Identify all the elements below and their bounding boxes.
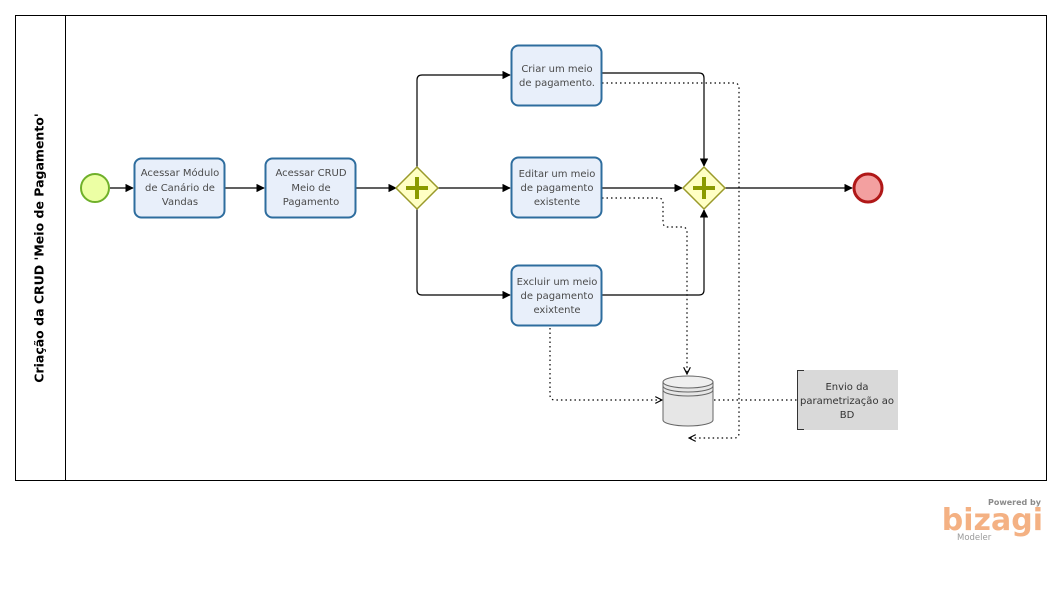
data-associations — [549, 82, 797, 438]
assoc-t4-to-db — [602, 197, 687, 374]
start-event[interactable] — [80, 173, 110, 203]
task-label-line: Meio de — [291, 183, 330, 194]
task-acessar-modulo[interactable]: Acessar Módulo de Canário de Vandas — [133, 157, 226, 219]
flow-t5-to-join — [602, 209, 709, 296]
assoc-t3-to-db — [602, 82, 740, 438]
task-label-line: de Canário de — [145, 182, 215, 194]
bizagi-logo: Powered by bizagi Modeler — [942, 498, 1043, 543]
task-excluir-meio[interactable]: Excluir um meio de pagamento exixtente — [510, 264, 603, 327]
product-name: Modeler — [957, 533, 992, 543]
end-event[interactable] — [852, 172, 884, 204]
annotation-line: BD — [840, 410, 855, 421]
task-label-line: exixtente — [533, 305, 580, 316]
task-label-line: Acessar CRUD — [275, 168, 346, 179]
task-label-line: de pagamento. — [519, 78, 595, 89]
task-label-line: Criar um meio — [521, 64, 592, 75]
task-editar-meio[interactable]: Editar um meio de pagamento existente — [510, 156, 603, 219]
flow-gateway-to-t5 — [416, 209, 511, 300]
task-label-line: Pagamento — [283, 197, 339, 208]
task-label-line: existente — [534, 197, 580, 208]
brand-name: bizagi — [942, 503, 1043, 538]
task-label-line: Acessar Módulo — [141, 167, 219, 179]
powered-by-label: Powered by — [988, 498, 1042, 507]
text-annotation[interactable]: Envio da parametrização ao BD — [797, 370, 898, 430]
task-label-line: Vandas — [162, 197, 198, 208]
annotation-line: parametrização ao — [800, 396, 894, 407]
task-label-line: de pagamento — [521, 183, 594, 194]
sequence-flows — [110, 70, 853, 300]
task-label-line: Editar um meio — [519, 169, 596, 180]
flow-t3-to-join — [602, 72, 709, 167]
task-label-line: de pagamento — [521, 291, 594, 302]
parallel-gateway-split[interactable] — [394, 165, 440, 211]
task-criar-meio[interactable]: Criar um meio de pagamento. — [510, 44, 603, 107]
plus-icon — [693, 177, 715, 199]
task-acessar-crud[interactable]: Acessar CRUD Meio de Pagamento — [264, 157, 357, 219]
flow-gateway-to-t3 — [416, 70, 511, 167]
pool-title: Criação da CRUD 'Meio de Pagamento' — [32, 113, 47, 382]
annotation-line: Envio da — [825, 382, 868, 393]
plus-icon — [406, 177, 428, 199]
parallel-gateway-join[interactable] — [681, 165, 727, 211]
database-data-store[interactable] — [662, 375, 714, 427]
task-label-line: Excluir um meio — [517, 277, 598, 288]
